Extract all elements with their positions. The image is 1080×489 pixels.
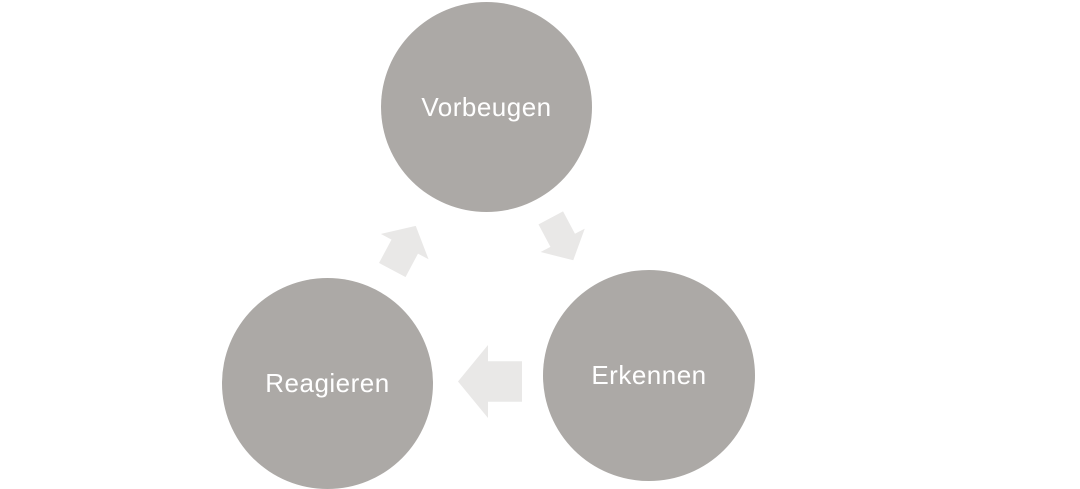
cycle-arrow-up-right-icon xyxy=(368,213,439,282)
cycle-arrow-left-icon xyxy=(458,345,522,418)
cycle-node-label-erkennen: Erkennen xyxy=(591,360,707,390)
cycle-node-label-reagieren: Reagieren xyxy=(265,368,390,398)
cycle-node-vorbeugen: Vorbeugen xyxy=(381,2,592,212)
cycle-arrow-down-right-icon xyxy=(529,206,596,272)
cycle-node-label-vorbeugen: Vorbeugen xyxy=(421,91,552,122)
cycle-node-reagieren: Reagieren xyxy=(222,278,433,489)
cycle-node-erkennen: Erkennen xyxy=(543,270,755,481)
